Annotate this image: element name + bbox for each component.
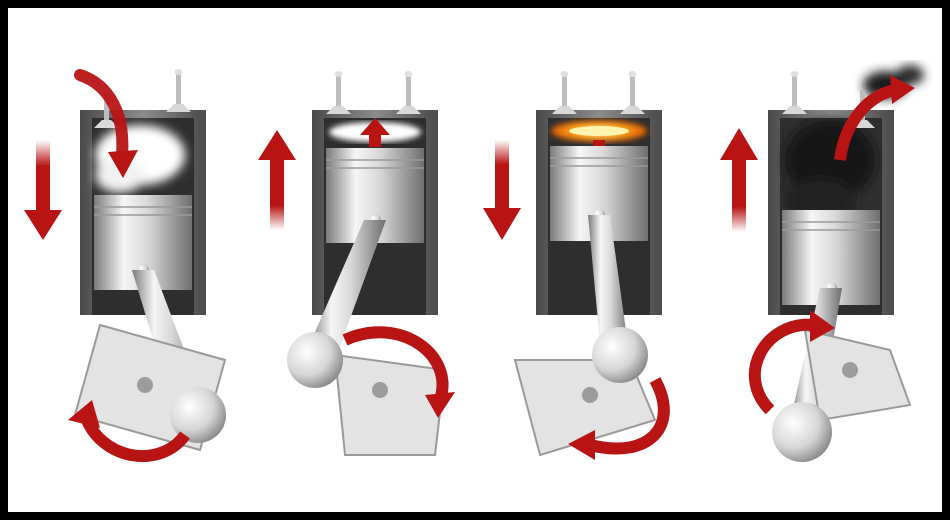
crank-pin	[287, 332, 343, 388]
stroke-panel-exhaust	[710, 60, 940, 510]
crankshaft-axis	[842, 362, 858, 378]
exhaust-stroke-illustration	[710, 60, 940, 510]
stroke-panel-intake	[20, 60, 250, 510]
piston-up-arrow	[720, 128, 758, 232]
stroke-panel-compression	[250, 60, 480, 510]
intake-valve	[552, 71, 577, 114]
crank-counterweight	[335, 355, 445, 455]
intake-valve	[782, 71, 807, 114]
crankshaft-axis	[137, 377, 153, 393]
piston-down-arrow	[24, 140, 62, 240]
exhaust-valve	[396, 71, 421, 114]
intake-valve	[326, 71, 351, 114]
piston-up-arrow	[258, 130, 296, 230]
exhaust-valve	[166, 69, 191, 112]
combustion-flame	[551, 120, 647, 142]
crank-pin	[592, 327, 648, 383]
crank-pin	[772, 402, 832, 462]
exhaust-valve	[620, 71, 645, 114]
intake-stroke-illustration	[20, 60, 250, 510]
compression-stroke-illustration	[250, 60, 480, 510]
stroke-panel-power	[480, 60, 710, 510]
power-stroke-illustration	[480, 60, 710, 510]
crankshaft-axis	[582, 387, 598, 403]
crankshaft-axis	[372, 382, 388, 398]
crank-counterweight	[805, 330, 910, 420]
piston-down-arrow	[483, 140, 521, 240]
